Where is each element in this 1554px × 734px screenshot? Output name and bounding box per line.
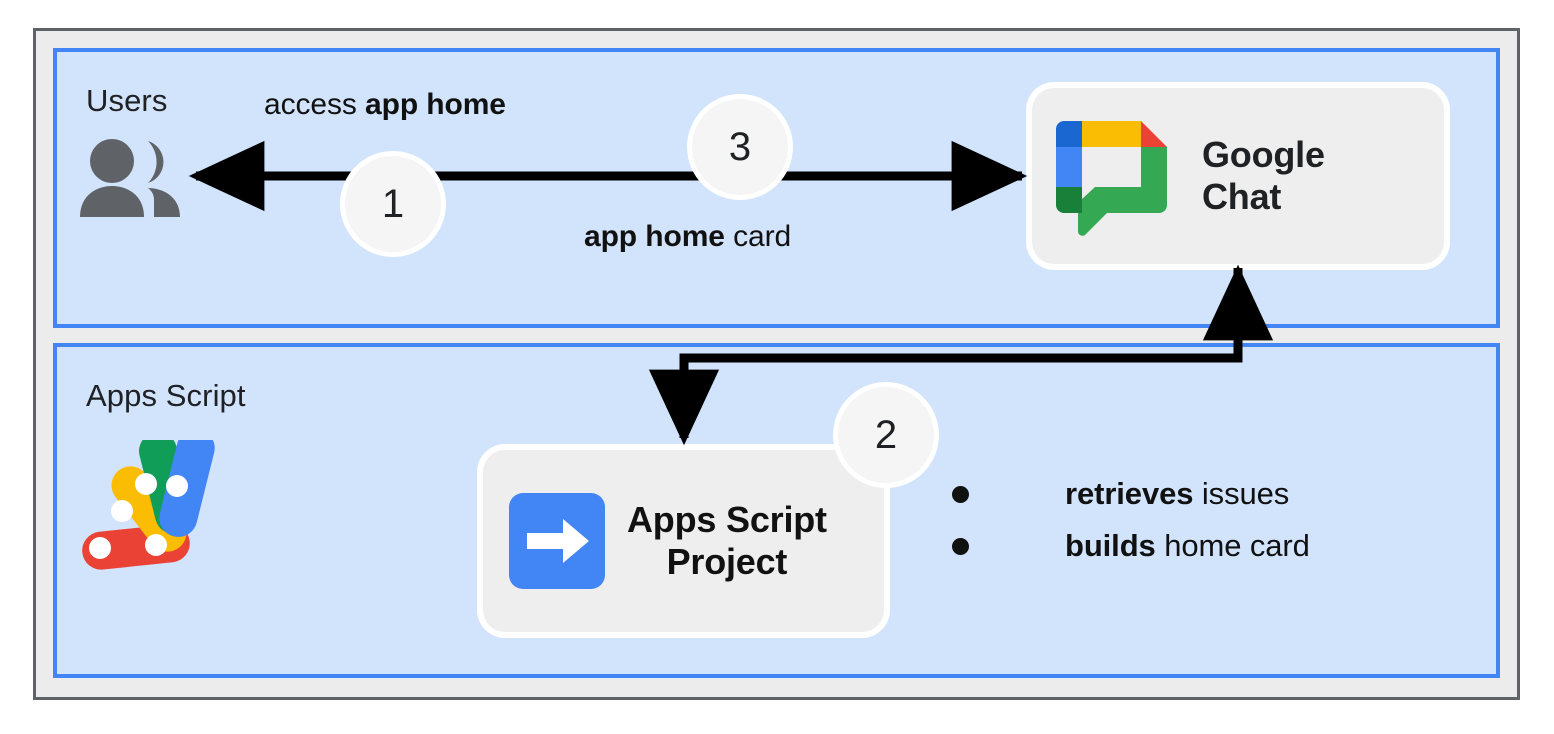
- edge-label-access-app-home: access app home: [264, 88, 506, 122]
- apps-script-logo-icon: [80, 429, 215, 570]
- step-badge-1-number: 1: [381, 181, 405, 226]
- swimlane-users-label: Users: [86, 83, 168, 118]
- edge-label-access-plain: access: [264, 88, 366, 121]
- google-chat-label-line2: Chat: [1202, 176, 1282, 217]
- step-badge-1: 1: [345, 156, 441, 252]
- google-chat-label: Google Chat: [1202, 134, 1325, 219]
- step-badge-2-number: 2: [874, 412, 898, 457]
- edge-label-app-home-card: app home card: [584, 220, 791, 254]
- action-item-1-plain: home card: [1155, 528, 1310, 563]
- step-badge-3-number: 3: [728, 124, 752, 169]
- edge-label-card-plain: card: [724, 220, 792, 253]
- bullet-icon: [952, 485, 969, 503]
- apps-script-project-node[interactable]: Apps Script Project: [483, 450, 884, 632]
- step-badge-3: 3: [692, 99, 788, 195]
- bullet-icon: [952, 537, 969, 555]
- action-item-1-bold: builds: [1065, 528, 1156, 563]
- apps-script-project-label: Apps Script Project: [627, 499, 827, 584]
- google-chat-logo: [1048, 113, 1174, 239]
- action-list-item: retrieves issues: [952, 468, 1310, 520]
- apps-script-project-label-line1: Apps Script: [627, 498, 827, 540]
- action-list-item: builds home card: [952, 520, 1310, 572]
- apps-script-project-label-line2: Project: [666, 541, 788, 582]
- action-list-item-text: retrieves issues: [1065, 476, 1289, 512]
- edge-label-access-bold: app home: [365, 88, 506, 121]
- swimlane-apps-script-label: Apps Script: [86, 378, 246, 413]
- apps-script-project-icon: [509, 493, 605, 589]
- step-badge-2: 2: [838, 387, 934, 483]
- action-item-0-bold: retrieves: [1065, 476, 1194, 511]
- action-item-0-plain: issues: [1193, 476, 1290, 511]
- action-list-item-text: builds home card: [1065, 528, 1310, 564]
- google-chat-node[interactable]: Google Chat: [1032, 88, 1444, 264]
- apps-script-action-list: retrieves issues builds home card: [952, 468, 1310, 572]
- users-icon: [76, 138, 186, 220]
- google-chat-label-line1: Google: [1202, 133, 1325, 175]
- edge-label-card-bold: app home: [584, 220, 725, 253]
